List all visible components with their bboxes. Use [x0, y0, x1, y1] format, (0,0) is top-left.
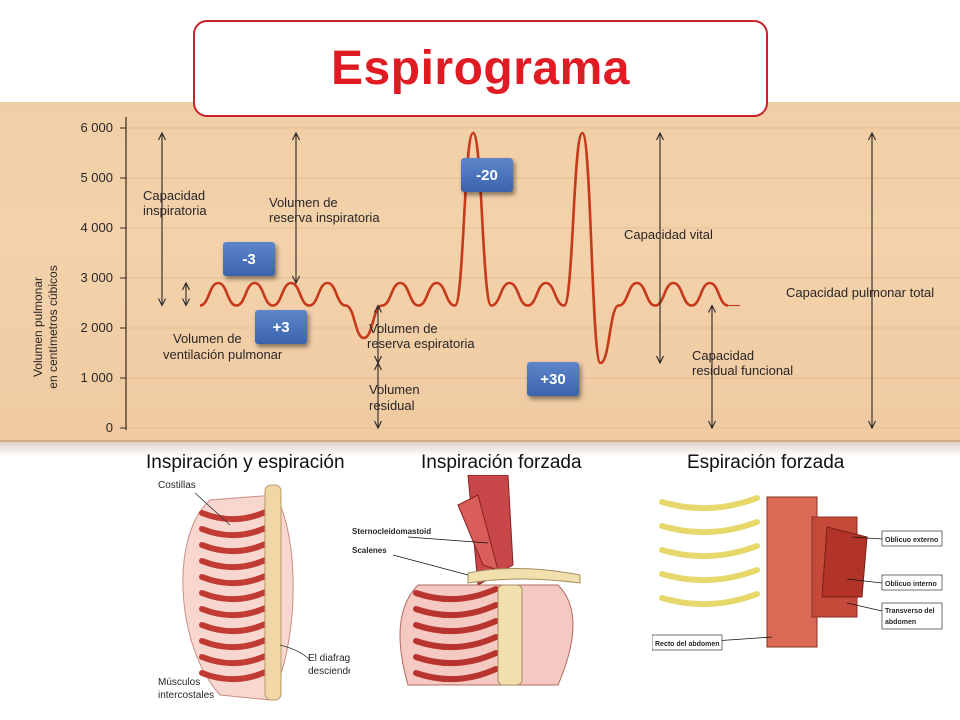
badge-minus-3: -3 [223, 242, 275, 276]
label-diafragma-2: desciende [308, 666, 350, 677]
y-tick-label: 0 [106, 420, 113, 435]
y-tick-label: 6 000 [80, 120, 113, 135]
caption-espiracion-forzada: Espiración forzada [687, 452, 845, 473]
badge-minus-20: -20 [461, 158, 513, 192]
page-shadow [0, 440, 960, 456]
abdominal-muscles-illustration: Oblicuo externo Oblicuo interno Transver… [652, 495, 943, 651]
caption-inspiracion-espiracion: Inspiración y espiración [146, 452, 345, 473]
rib [659, 495, 760, 512]
annotation-residual-funcional-1: Capacidad [692, 348, 754, 363]
y-axis-title-line1: Volumen pulmonar [31, 277, 45, 377]
rib [659, 591, 760, 608]
y-tick-label: 1 000 [80, 370, 113, 385]
rib [413, 634, 499, 651]
rib [659, 567, 760, 584]
rib [413, 602, 499, 619]
arrow-capacidad-vital [656, 131, 664, 365]
label-oblicuo-interno: Oblicuo interno [885, 581, 937, 588]
annotation-reserva-inspiratoria-2: reserva inspiratoria [269, 210, 380, 225]
spirogram-chart: 6 000 5 000 4 000 3 000 2 000 1 000 0 Volumen … [31, 117, 960, 435]
annotation-residual-funcional-2: residual funcional [692, 363, 793, 378]
rib [659, 543, 760, 560]
rib [413, 618, 499, 635]
y-tick-label: 3 000 [80, 270, 113, 285]
annotation-reserva-espiratoria-2: reserva espiratoria [367, 336, 475, 351]
measurement-arrows [158, 131, 876, 430]
label-recto-abdomen: Recto del abdomen [655, 641, 720, 648]
title-box: Espirograma [193, 20, 768, 117]
y-ticks: 6 000 5 000 4 000 3 000 2 000 1 000 0 [80, 120, 126, 435]
arrow-capacidad-pulmonar-total [868, 131, 876, 430]
annotation-capacidad-pulmonar-total: Capacidad pulmonar total [786, 285, 934, 300]
arrow-residual-funcional [708, 304, 716, 430]
arrow-capacidad-inspiratoria [158, 131, 166, 307]
label-scalenes: Scalenes [352, 546, 387, 555]
annotation-residual-2: residual [369, 398, 415, 413]
volume-curve [199, 131, 729, 365]
annotation-capacidad-inspiratoria-1: Capacidad [143, 188, 205, 203]
neck-muscles-illustration: Sternocleidomastoid Scalenes [352, 475, 581, 686]
y-tick-label: 4 000 [80, 220, 113, 235]
label-transverso-1: Transverso del [885, 608, 934, 615]
label-musculos-1: Músculos [158, 677, 200, 688]
ribcage-illustration: Costillas El diafragma desciende Músculo… [158, 480, 350, 701]
y-axis-title-line2: en centímetros cúbicos [46, 265, 60, 388]
arrow-ventilacion [182, 281, 190, 307]
annotation-reserva-espiratoria-1: Volumen de [369, 321, 438, 336]
annotation-ventilacion-2: ventilación pulmonar [163, 347, 283, 362]
annotation-residual-1: Volumen [369, 382, 420, 397]
annotation-capacidad-vital: Capacidad vital [624, 227, 713, 242]
label-sternocleidomastoid: Sternocleidomastoid [352, 527, 431, 536]
label-transverso-2: abdomen [885, 619, 916, 626]
label-diafragma-1: El diafragma [308, 653, 350, 664]
y-tick-label: 5 000 [80, 170, 113, 185]
y-tick-label: 2 000 [80, 320, 113, 335]
label-costillas: Costillas [158, 480, 196, 491]
label-musculos-2: intercostales [158, 690, 214, 701]
rib [413, 586, 499, 603]
page-title: Espirograma [331, 42, 630, 95]
caption-inspiracion-forzada: Inspiración forzada [421, 452, 582, 473]
badge-plus-3: +3 [255, 310, 307, 344]
rib [413, 650, 499, 667]
annotation-ventilacion-1: Volumen de [173, 331, 242, 346]
annotation-capacidad-inspiratoria-2: inspiratoria [143, 203, 207, 218]
label-oblicuo-externo: Oblicuo externo [885, 537, 938, 544]
rib [659, 519, 760, 536]
arrow-reserva-inspiratoria [292, 131, 300, 285]
annotation-reserva-inspiratoria-1: Volumen de [269, 195, 338, 210]
rib [413, 666, 499, 683]
arrow-residual [374, 361, 382, 430]
badge-plus-30: +30 [527, 362, 579, 396]
